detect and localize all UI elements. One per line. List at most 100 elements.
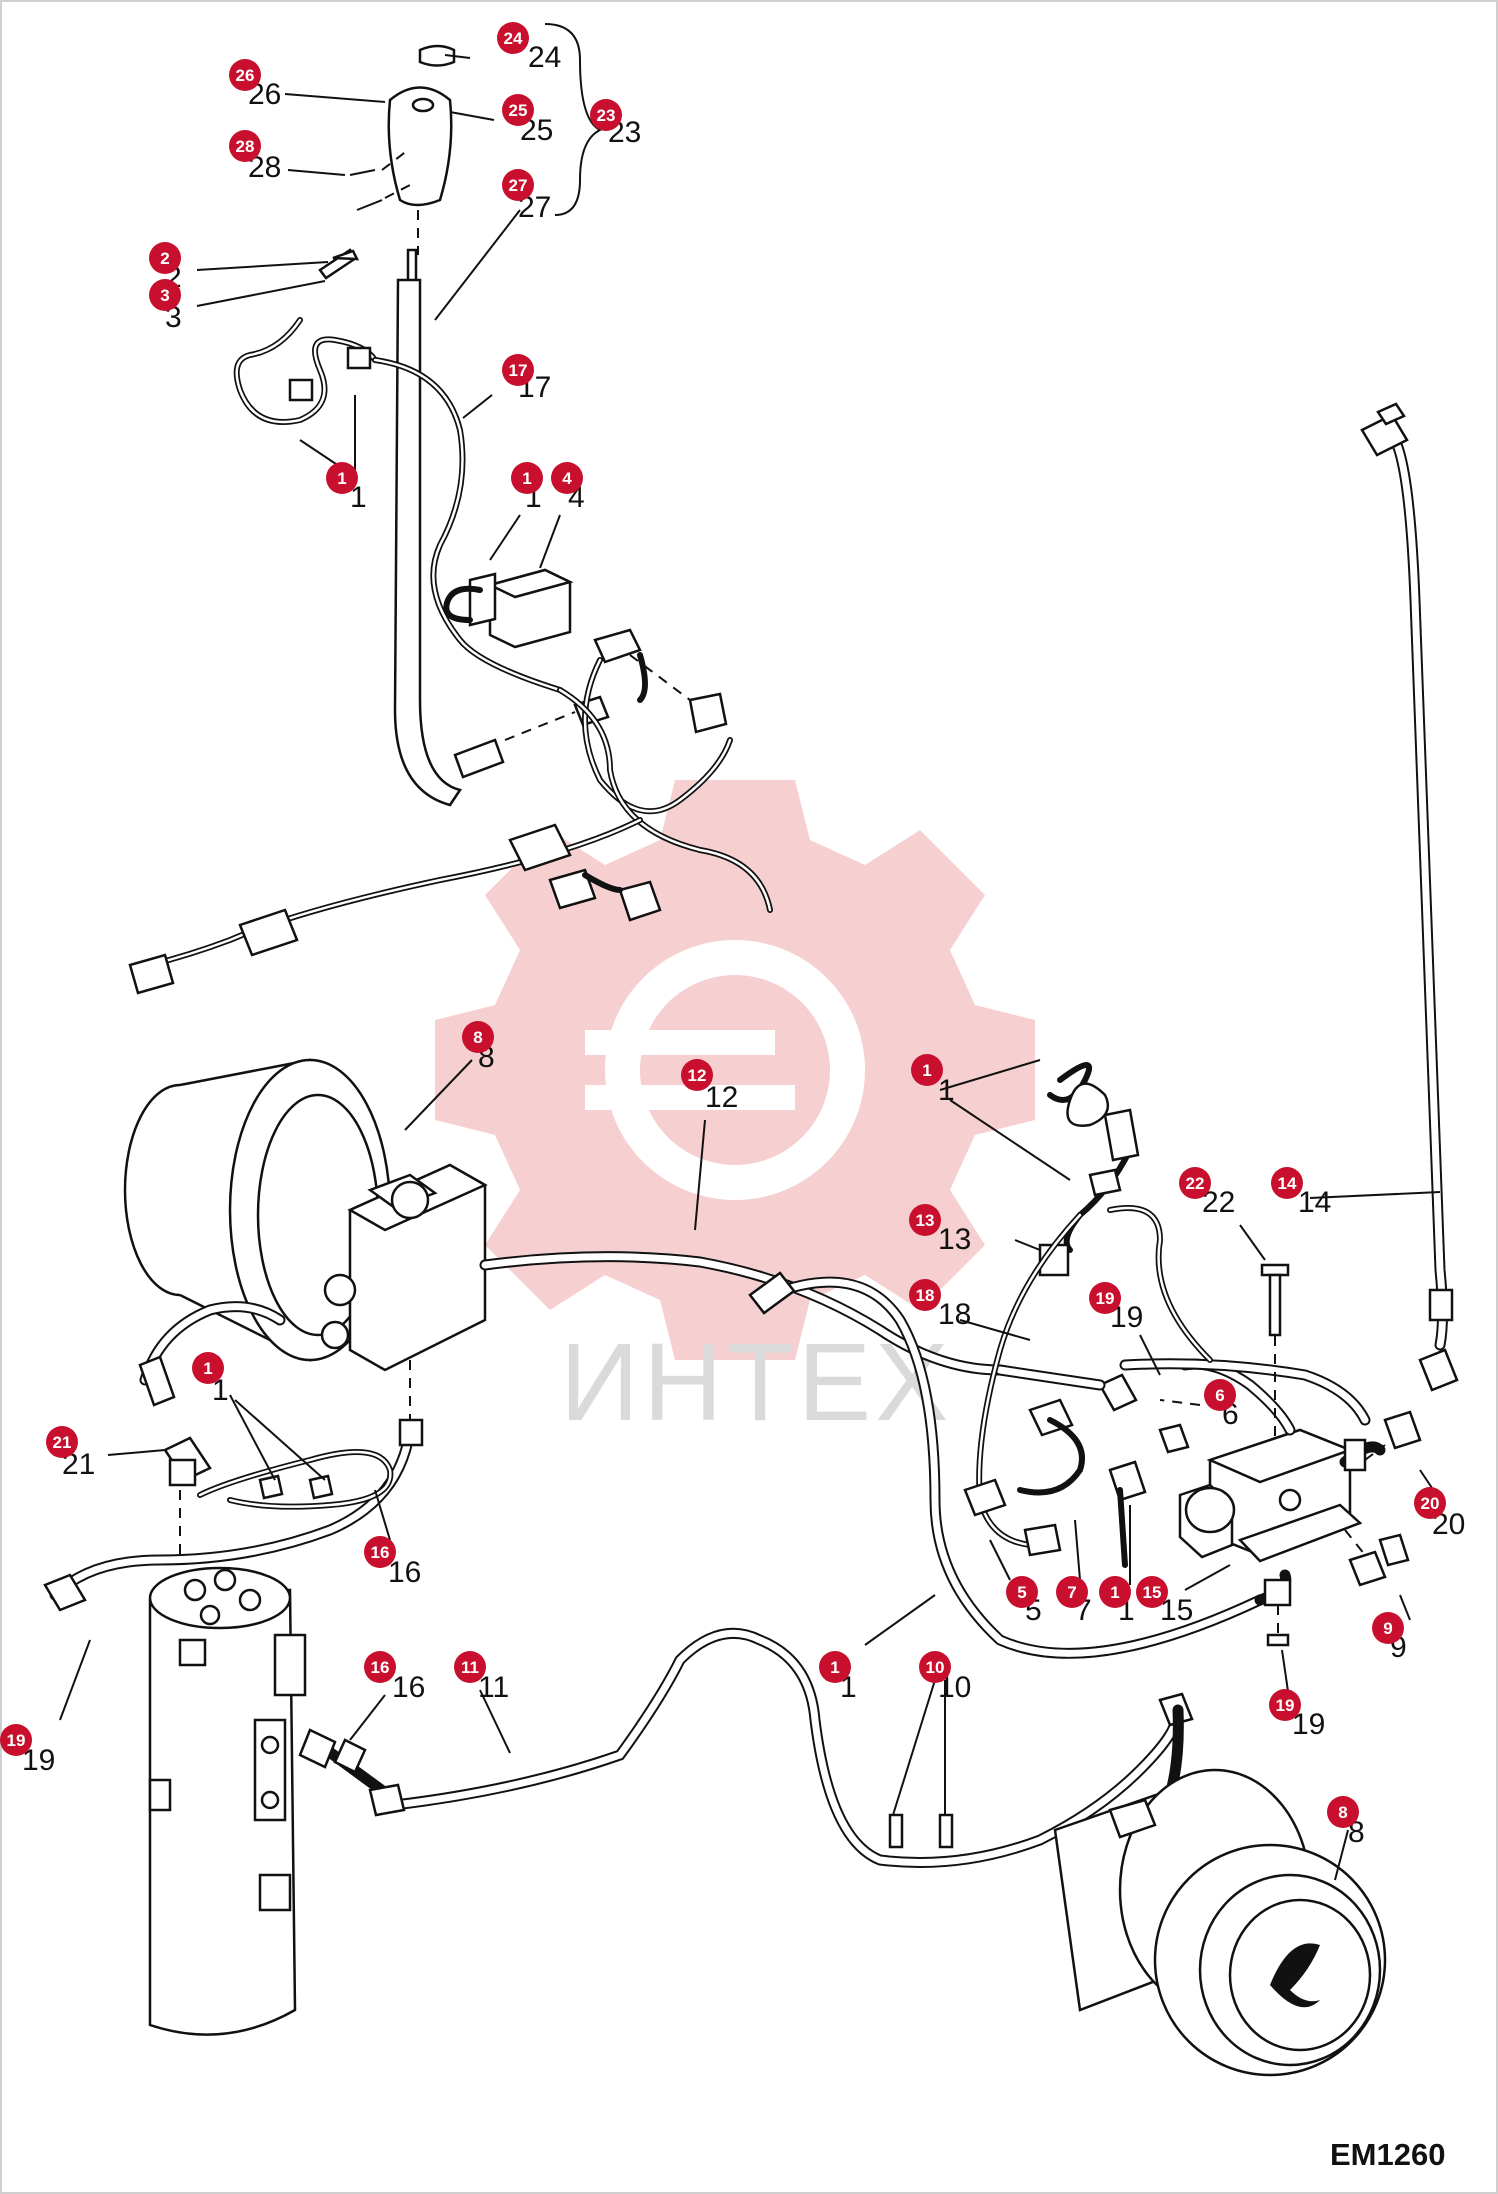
callout-badge-circle	[1089, 1282, 1121, 1314]
callout-badge-number: 16	[371, 1658, 390, 1677]
callout-badge[interactable]: 11	[454, 1651, 486, 1683]
callout-badge-number: 28	[236, 137, 255, 156]
callout-badge-circle	[502, 169, 534, 201]
callout-badge[interactable]: 20	[1414, 1487, 1446, 1519]
callout-badge-number: 24	[504, 29, 523, 48]
callout-badge[interactable]: 2	[149, 242, 181, 274]
callout-badge[interactable]: 13	[909, 1204, 941, 1236]
part-number-label: 11	[478, 1671, 509, 1704]
callout-badge-circle	[229, 59, 261, 91]
callout-badge-circle	[326, 462, 358, 494]
part-number-label: 16	[392, 1671, 425, 1704]
callout-badge-number: 2	[160, 249, 169, 268]
callout-badge-circle	[1056, 1576, 1088, 1608]
callout-badge-circle	[819, 1651, 851, 1683]
callout-badge[interactable]: 10	[919, 1651, 951, 1683]
callout-badge[interactable]: 1	[511, 462, 543, 494]
callout-badge[interactable]: 19	[0, 1724, 32, 1756]
callout-badge[interactable]: 4	[551, 462, 583, 494]
callout-badge[interactable]: 6	[1204, 1379, 1236, 1411]
callout-badge-number: 1	[830, 1658, 839, 1677]
upper-wiring-harness	[233, 317, 563, 693]
callout-badge[interactable]: 5	[1006, 1576, 1038, 1608]
callout-badge-number: 12	[688, 1066, 707, 1085]
callout-badge[interactable]: 1	[326, 462, 358, 494]
callout-badge-circle	[919, 1651, 951, 1683]
callout-badge-number: 3	[160, 286, 169, 305]
callout-badge-circle	[1327, 1796, 1359, 1828]
watermark: ИНТЕХ	[435, 780, 1035, 1444]
track-motor-right	[1053, 1768, 1387, 2077]
callout-layer: 2424262625252323282827272233171711114488…	[0, 22, 1465, 1849]
callout-badge-circle	[1136, 1576, 1168, 1608]
callout-badge[interactable]: 17	[502, 354, 534, 386]
callout-badge[interactable]: 27	[502, 169, 534, 201]
callout-badge-circle	[1204, 1379, 1236, 1411]
lower-wiring-harness	[128, 817, 662, 995]
callout-badge-number: 1	[522, 469, 531, 488]
part-number-label: 18	[938, 1298, 971, 1331]
left-hoses	[43, 1251, 1266, 1659]
callout-badge-circle	[1179, 1167, 1211, 1199]
callout-badge[interactable]: 24	[497, 22, 529, 54]
callout-badge-number: 8	[1338, 1803, 1347, 1822]
callout-badge-circle	[511, 462, 543, 494]
callout-badge[interactable]: 14	[1271, 1167, 1303, 1199]
callout-badge-number: 26	[236, 66, 255, 85]
callout-badge-circle	[1099, 1576, 1131, 1608]
callout-badge[interactable]: 26	[229, 59, 261, 91]
callout-badge-number: 19	[1276, 1696, 1295, 1715]
callout-badge-number: 13	[916, 1211, 935, 1230]
callout-badge[interactable]: 1	[1099, 1576, 1131, 1608]
callout-badge[interactable]: 1	[911, 1054, 943, 1086]
callout-badge-circle	[551, 462, 583, 494]
callout-badge[interactable]: 19	[1269, 1689, 1301, 1721]
callout-badge-number: 23	[597, 106, 616, 125]
track-motor-left	[123, 1058, 488, 1372]
callout-badge[interactable]: 12	[681, 1059, 713, 1091]
callout-badge[interactable]: 19	[1089, 1282, 1121, 1314]
callout-badge-circle	[462, 1021, 494, 1053]
callout-badge-circle	[502, 354, 534, 386]
callout-badge-number: 19	[1096, 1289, 1115, 1308]
callout-badge-number: 22	[1186, 1174, 1205, 1193]
hose-16	[298, 1627, 1194, 1868]
part-number-label: 16	[388, 1556, 421, 1589]
callout-badge[interactable]: 25	[502, 94, 534, 126]
hose-14	[1360, 402, 1454, 1351]
part-number-label: 1	[938, 1074, 955, 1107]
callout-badge[interactable]: 3	[149, 279, 181, 311]
callout-badge-circle	[364, 1536, 396, 1568]
callout-badge[interactable]: 8	[1327, 1796, 1359, 1828]
callout-badge-circle	[454, 1651, 486, 1683]
callout-badge-number: 25	[509, 101, 528, 120]
right-wiring	[963, 1062, 1213, 1568]
callout-badge[interactable]: 18	[909, 1279, 941, 1311]
gear-watermark-icon	[435, 780, 1035, 1360]
callout-badge[interactable]: 23	[590, 99, 622, 131]
callout-badge[interactable]: 9	[1372, 1612, 1404, 1644]
callout-badge[interactable]: 22	[1179, 1167, 1211, 1199]
callout-badge[interactable]: 28	[229, 130, 261, 162]
callout-badge-number: 27	[509, 176, 528, 195]
callout-badge[interactable]: 16	[364, 1651, 396, 1683]
callout-badge-number: 7	[1067, 1583, 1076, 1602]
callout-badge-number: 15	[1143, 1583, 1162, 1602]
callout-badge[interactable]: 16	[364, 1536, 396, 1568]
callout-badge-circle	[229, 130, 261, 162]
callout-badge[interactable]: 8	[462, 1021, 494, 1053]
callout-badge[interactable]: 15	[1136, 1576, 1168, 1608]
callout-badge-number: 19	[7, 1731, 26, 1750]
callout-badge-number: 11	[461, 1658, 479, 1677]
callout-badge[interactable]: 1	[819, 1651, 851, 1683]
callout-badge-number: 21	[53, 1433, 72, 1452]
callout-badge-number: 18	[916, 1286, 935, 1305]
callout-badge[interactable]: 7	[1056, 1576, 1088, 1608]
callout-badge-circle	[681, 1059, 713, 1091]
callout-badge[interactable]: 1	[192, 1352, 224, 1384]
part-number-label: 13	[938, 1223, 971, 1256]
callout-badge[interactable]: 21	[46, 1426, 78, 1458]
diagram-id-label: EM1260	[1330, 2137, 1445, 2172]
callout-badge-number: 16	[371, 1543, 390, 1562]
